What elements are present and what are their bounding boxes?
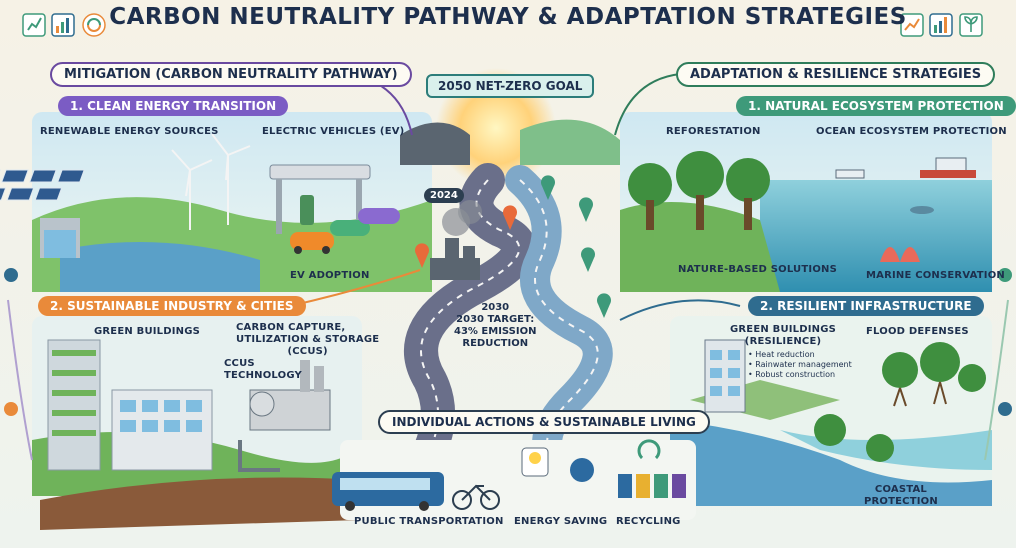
bar-chart-icon (929, 13, 953, 37)
coastal-protection-label: COASTAL PROTECTION (864, 484, 938, 508)
mitigation-header: MITIGATION (CARBON NEUTRALITY PATHWAY) (50, 62, 412, 87)
recycling-label: RECYCLING (616, 516, 681, 527)
ecosystem-scene (620, 112, 992, 292)
net-zero-goal-banner: 2050 NET-ZERO GOAL (426, 74, 595, 98)
resilient-scene (670, 316, 992, 506)
ccus-label-line2: UTILIZATION & STORAGE (236, 334, 380, 345)
public-transportation-label: PUBLIC TRANSPORTATION (354, 516, 504, 527)
resilient-buildings-line2: (RESILIENCE) (744, 336, 822, 347)
nature-based-label: NATURE-BASED SOLUTIONS (678, 264, 837, 275)
infrastructure-title: 2. RESILIENT INFRASTRUCTURE (748, 296, 984, 316)
pathway-road (400, 68, 620, 487)
resilience-bullets: • Heat reduction • Rainwater management … (748, 350, 852, 380)
side-wave-icon-right (998, 402, 1012, 416)
individual-actions-header: INDIVIDUAL ACTIONS & SUSTAINABLE LIVING (378, 410, 710, 434)
plant-growth-icon (959, 13, 983, 37)
flood-defenses-label: FLOOD DEFENSES (866, 326, 969, 337)
reforestation-label: REFORESTATION (666, 126, 761, 137)
ev-adoption-label: EV ADOPTION (290, 270, 370, 281)
ccus-label-line3: (CCUS) (287, 346, 328, 357)
renewable-label: RENEWABLE ENERGY SOURCES (40, 126, 219, 137)
year-2024-badge: 2024 (424, 188, 464, 203)
recycle-icon (82, 13, 106, 37)
page-title: CARBON NEUTRALITY PATHWAY & ADAPTATION S… (109, 4, 907, 30)
ccus-technology-line1: CCUS (224, 358, 255, 369)
target-line1: 2030 TARGET: (456, 314, 535, 325)
resilient-buildings-label: GREEN BUILDINGS (RESILIENCE) (730, 324, 836, 348)
side-leaf-icon-right (998, 268, 1012, 282)
bullet-rainwater: • Rainwater management (748, 360, 852, 369)
target-line2: 43% EMISSION (454, 326, 537, 337)
bullet-robust-construction: • Robust construction (748, 370, 836, 379)
resilient-buildings-line1: GREEN BUILDINGS (730, 324, 837, 335)
energy-saving-label: ENERGY SAVING (514, 516, 608, 527)
corner-icons-left (22, 13, 106, 37)
clean-energy-scene (0, 112, 432, 292)
year-2030-label: 2030 (481, 302, 510, 313)
green-buildings-label: GREEN BUILDINGS (94, 326, 201, 337)
corner-icons-right (900, 13, 983, 37)
target-line3: REDUCTION (462, 338, 529, 349)
clean-energy-title: 1. CLEAN ENERGY TRANSITION (58, 96, 289, 116)
coastal-protection-line1: COASTAL (874, 484, 927, 495)
side-globe-icon-left (4, 268, 18, 282)
growth-chart-icon (900, 13, 924, 37)
ocean-protection-label: OCEAN ECOSYSTEM PROTECTION (816, 126, 1007, 137)
bullet-heat-reduction: • Heat reduction (748, 350, 815, 359)
ecosystem-title: 1. NATURAL ECOSYSTEM PROTECTION (736, 96, 1016, 116)
ev-label: ELECTRIC VEHICLES (EV) (262, 126, 405, 137)
ccus-label: CARBON CAPTURE, UTILIZATION & STORAGE (C… (236, 322, 379, 358)
marine-conservation-label: MARINE CONSERVATION (866, 270, 1005, 281)
ccus-technology-line2: TECHNOLOGY (224, 370, 302, 381)
coastal-protection-line2: PROTECTION (864, 496, 938, 507)
industry-title: 2. SUSTAINABLE INDUSTRY & CITIES (38, 296, 306, 316)
industry-scene (32, 316, 362, 530)
target-2030-block: 2030 2030 TARGET: 43% EMISSION REDUCTION (454, 302, 536, 350)
adaptation-header: ADAPTATION & RESILIENCE STRATEGIES (676, 62, 996, 87)
ccus-technology-label: CCUS TECHNOLOGY (224, 358, 302, 382)
side-sun-icon-left (4, 402, 18, 416)
bar-chart-icon (51, 13, 75, 37)
individual-scene (332, 439, 696, 520)
ccus-label-line1: CARBON CAPTURE, (236, 322, 346, 333)
leaf-chart-icon (22, 13, 46, 37)
